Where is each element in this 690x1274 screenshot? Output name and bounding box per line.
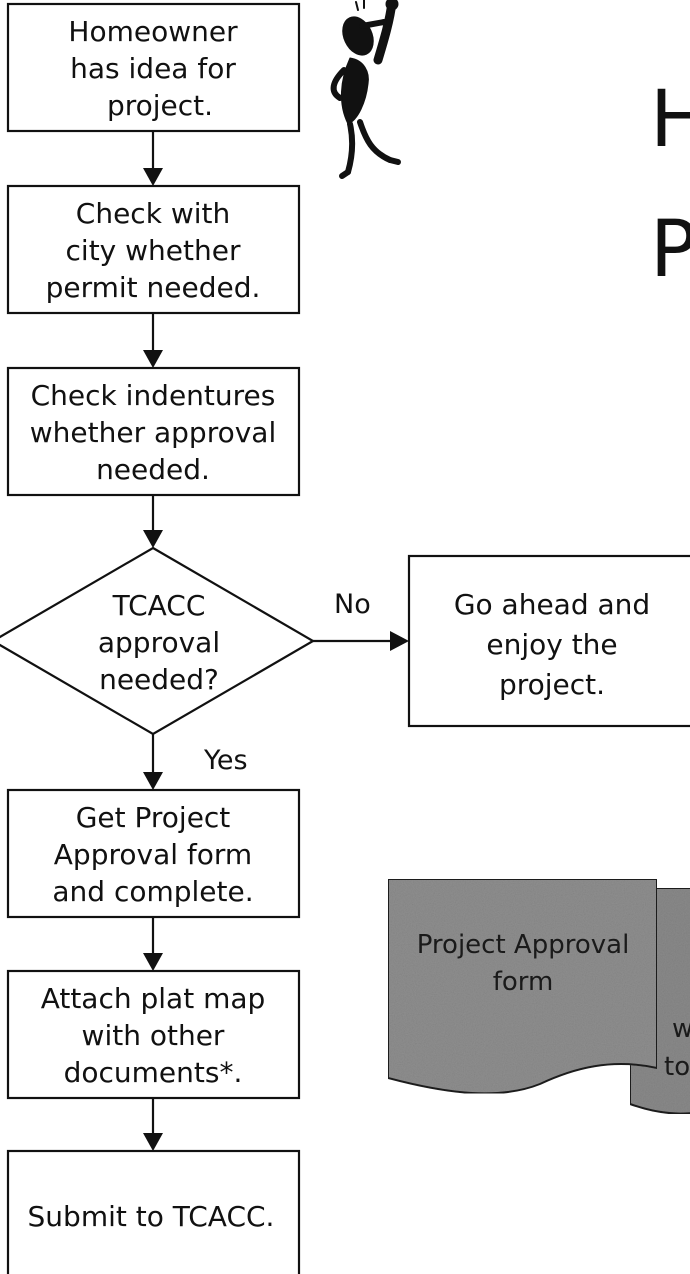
step-1-line-2: has idea for <box>70 52 236 85</box>
decision-tcacc-approval: TCACC approval needed? <box>0 546 316 736</box>
step-check-city-permit: Check with city whether permit needed. <box>6 184 301 315</box>
step-1-line-3: project. <box>107 89 213 122</box>
decision-line-2: approval <box>98 626 220 659</box>
arrow-decision-yes <box>143 734 163 790</box>
arrow-step2-to-step3 <box>143 313 163 368</box>
step-homeowner-idea: Homeowner has idea for project. <box>6 2 301 133</box>
document-front-line-1: Project Approval <box>417 930 630 960</box>
decision-line-1: TCACC <box>112 589 206 622</box>
arrow-decision-no <box>313 631 409 651</box>
step-2-line-3: permit needed. <box>46 271 261 304</box>
step-4-line-2: Approval form <box>54 838 252 871</box>
arrow-step4-to-step5 <box>143 917 163 971</box>
arrow-step5-to-step6 <box>143 1098 163 1151</box>
label-yes: Yes <box>203 745 248 776</box>
stick-figure-icon <box>330 0 401 179</box>
connectors <box>143 131 409 1151</box>
step-1-line-1: Homeowner <box>68 15 238 48</box>
document-back-line-1: w <box>672 1014 690 1044</box>
outcome-line-3: project. <box>499 668 605 701</box>
outcome-go-ahead: Go ahead and enjoy the project. <box>407 554 690 728</box>
step-submit: Submit to TCACC. <box>6 1149 301 1274</box>
decision-line-3: needed? <box>99 663 219 696</box>
title-line-1: H <box>650 75 690 165</box>
step-5-line-1: Attach plat map <box>41 982 266 1015</box>
step-3-line-2: whether approval <box>30 416 276 449</box>
step-6-line-1: Submit to TCACC. <box>28 1200 275 1233</box>
step-5-line-2: with other <box>82 1019 225 1052</box>
label-no: No <box>334 589 371 620</box>
document-back-line-2: to <box>664 1052 690 1082</box>
document-stack: w to Project Approval form <box>387 878 690 1115</box>
step-get-form: Get Project Approval form and complete. <box>6 788 301 919</box>
step-4-line-3: and complete. <box>52 875 253 908</box>
arrow-step1-to-step2 <box>143 131 163 186</box>
document-front: Project Approval form <box>387 878 658 1095</box>
outcome-line-2: enjoy the <box>486 628 617 661</box>
document-front-line-2: form <box>493 967 554 997</box>
arrow-step3-to-decision <box>143 495 163 548</box>
page-title: H P <box>650 75 690 295</box>
step-3-line-3: needed. <box>96 453 210 486</box>
step-5-line-3: documents*. <box>64 1056 243 1089</box>
step-attach-plat-map: Attach plat map with other documents*. <box>6 969 301 1100</box>
step-4-line-1: Get Project <box>76 801 231 834</box>
outcome-line-1: Go ahead and <box>454 588 650 621</box>
step-2-line-1: Check with <box>76 197 230 230</box>
step-3-line-1: Check indentures <box>31 379 276 412</box>
step-2-line-2: city whether <box>66 234 241 267</box>
step-check-indentures: Check indentures whether approval needed… <box>6 366 301 497</box>
title-line-2: P <box>650 205 690 295</box>
